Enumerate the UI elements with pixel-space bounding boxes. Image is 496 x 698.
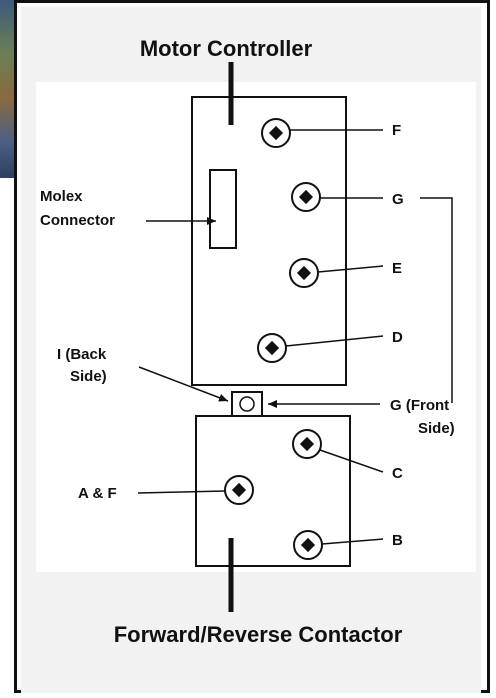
- leader-e: [318, 266, 383, 272]
- terminal-b: [294, 531, 322, 559]
- g-link-line: [420, 198, 452, 403]
- terminal-a-f: [225, 476, 253, 504]
- label-molex-line2: Connector: [40, 212, 115, 229]
- label-g-front-line1: G (Front: [390, 397, 449, 414]
- label-molex-line1: Molex: [40, 188, 83, 205]
- terminal-f: [262, 119, 290, 147]
- label-b: B: [392, 532, 403, 549]
- label-g: G: [392, 191, 404, 208]
- motor-controller-title: Motor Controller: [140, 36, 313, 61]
- label-d: D: [392, 329, 403, 346]
- label-f: F: [392, 122, 401, 139]
- terminal-d: [258, 334, 286, 362]
- terminal-e: [290, 259, 318, 287]
- label-a-f: A & F: [78, 485, 117, 502]
- label-e: E: [392, 260, 402, 277]
- label-i-back-line1: I (Back: [57, 346, 107, 363]
- molex-connector: [210, 170, 236, 248]
- contactor-title: Forward/Reverse Contactor: [114, 622, 403, 647]
- label-c: C: [392, 465, 403, 482]
- label-g-front-line2: Side): [418, 420, 455, 437]
- terminal-g: [292, 183, 320, 211]
- i-g-connector: [232, 392, 262, 416]
- leader-c: [320, 450, 383, 472]
- leader-a-f: [138, 491, 225, 493]
- label-i-back-line2: Side): [70, 368, 107, 385]
- leader-b: [322, 539, 383, 544]
- terminal-c: [293, 430, 321, 458]
- leader-d: [286, 336, 383, 346]
